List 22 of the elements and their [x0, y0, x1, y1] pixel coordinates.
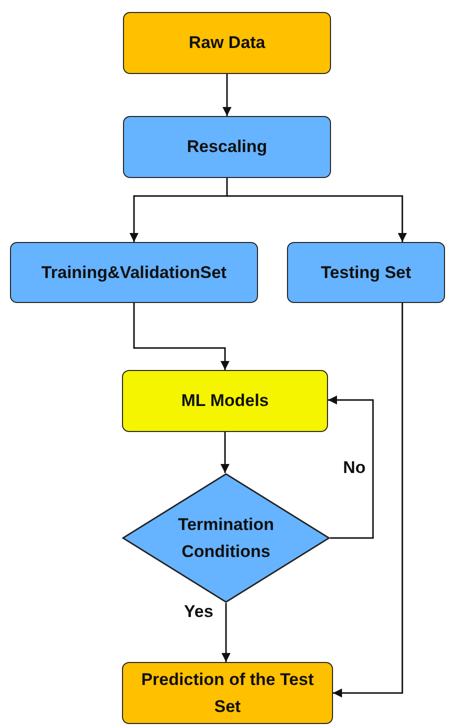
arrow: [220, 432, 230, 473]
arrow: [333, 303, 404, 698]
process-box: [10, 242, 258, 303]
node-label: Termination Conditions: [176, 514, 276, 563]
terminal-box: [123, 12, 331, 74]
process-box: [287, 242, 445, 303]
decision-diamond: [122, 473, 330, 603]
arrow: [130, 178, 228, 242]
process-box: [123, 116, 331, 178]
terminal-box: [122, 662, 333, 724]
process-box: [122, 370, 328, 432]
node-label: Raw Data: [188, 32, 266, 54]
node-label: ML Models: [181, 390, 269, 412]
arrow: [328, 396, 374, 539]
arrow: [227, 195, 407, 242]
node-label: Rescaling: [186, 136, 268, 158]
node-label: Testing Set: [320, 262, 412, 284]
node-label: Prediction of the Test Set: [140, 668, 315, 718]
arrow: [222, 603, 230, 662]
node-label: Training&ValidationSet: [41, 262, 227, 284]
arrow: [222, 74, 232, 116]
arrow: [133, 303, 230, 370]
